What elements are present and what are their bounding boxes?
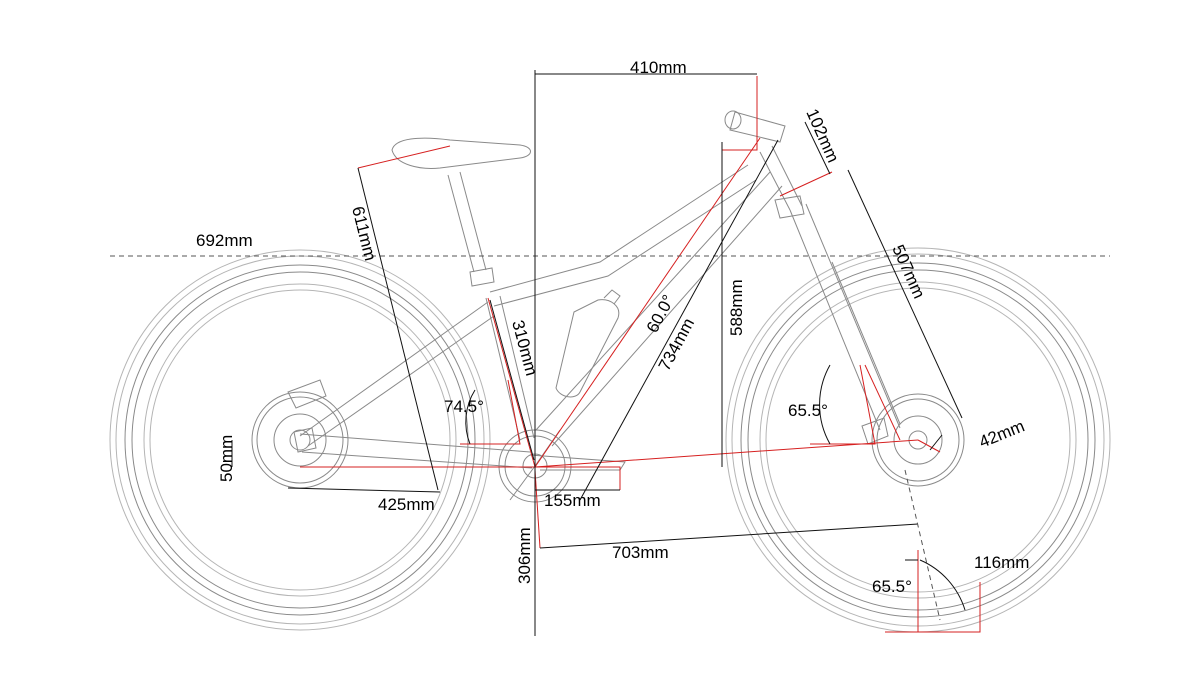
front-head-angle-label: 65.5°	[788, 401, 828, 420]
fork-offset-label: 42mm	[976, 416, 1027, 451]
seat-tube-center-label: 310mm	[508, 318, 541, 378]
chainstay-label: 425mm	[378, 495, 435, 514]
reach-label: 410mm	[630, 58, 687, 77]
bb-height-label: 306mm	[515, 527, 534, 584]
bb-offset-label: 155mm	[544, 491, 601, 510]
dimension-lines	[110, 70, 1110, 636]
front-center-label: 703mm	[612, 543, 669, 562]
trail-label: 116mm	[974, 553, 1029, 572]
dimension-labels: 410mm 102mm 692mm 611mm 507mm 310mm 60.0…	[196, 58, 1029, 596]
lower-head-angle-label: 65.5°	[872, 577, 912, 596]
headtube-length-label: 102mm	[802, 106, 842, 166]
seat-tube-length-label: 611mm	[348, 204, 380, 262]
bb-drop-label: 50mm	[217, 435, 236, 482]
stack-label: 588mm	[727, 279, 746, 336]
seat-angle-label: 74.5°	[444, 397, 484, 416]
rear-wheel	[109, 249, 491, 631]
stack-reference-label: 692mm	[196, 231, 253, 250]
